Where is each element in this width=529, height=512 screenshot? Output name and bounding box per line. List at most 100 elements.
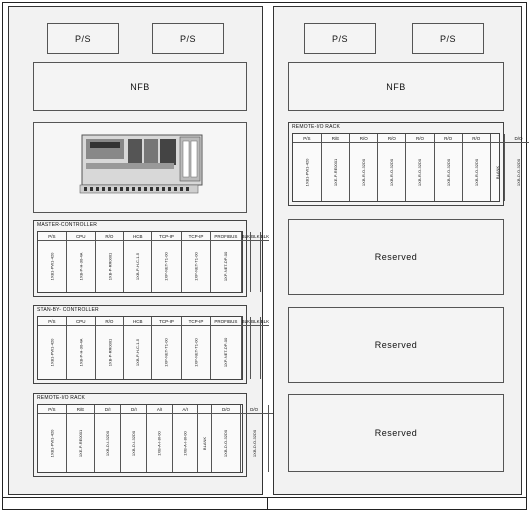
slot-header: D/I xyxy=(121,405,146,414)
slot-body: 1XB-D-O-32D0 xyxy=(505,143,529,201)
rack-slot: TCP-IP 1XP-NET-T1-00 xyxy=(182,317,211,379)
slot-body: 1XB-D-I-32D0 xyxy=(121,414,146,472)
slot-body: BLANK xyxy=(491,143,504,201)
rack-slot: BLANK xyxy=(198,405,212,472)
slot-body: 1XB-P-H-30-4A xyxy=(67,241,95,292)
rack-slot: BLK xyxy=(242,317,252,379)
slot-header: BLK xyxy=(251,317,260,326)
rack-slot: P/S 1XB1-PW1-420 xyxy=(38,405,67,472)
ps-label: P/S xyxy=(180,34,196,44)
slot-code: 1XB-R-O-32D0 xyxy=(389,158,394,185)
slot-body xyxy=(242,241,251,292)
slot-body: 1XB-D-I-32D0 xyxy=(95,414,120,472)
slot-body: 1XP-NET-T1-00 xyxy=(152,241,180,292)
ps-label: P/S xyxy=(332,34,348,44)
slot-code: 1XB-D-I-32D0 xyxy=(131,430,136,455)
slot-body: 1XB-P-RR0001 xyxy=(96,326,124,379)
slot-header: TCP-IP xyxy=(152,232,180,241)
slot-code: 1XB-D-I-32D0 xyxy=(105,430,110,455)
left-ps-2: P/S xyxy=(152,23,224,54)
slot-header: BLK xyxy=(242,232,251,241)
slot-body: 1XB-A-I-8I-00 xyxy=(147,414,171,472)
slot-body xyxy=(251,241,260,292)
slot-header: R/E xyxy=(67,405,94,414)
slot-code: 1XB1-PW1-420 xyxy=(49,429,54,457)
left-ps-1: P/S xyxy=(47,23,119,54)
slot-body: 1XB1-PW1-420 xyxy=(293,143,321,201)
slot-header: A/I xyxy=(147,405,171,414)
slot-body: 1XP-NET-DP-00 xyxy=(211,326,240,379)
slot-code: 1XP-NET-T1-00 xyxy=(193,252,198,280)
slot-body: 1XB-R-O-32D0 xyxy=(463,143,490,201)
slot-body: 1XP-NET-T1-00 xyxy=(182,326,210,379)
slot-header: HCB xyxy=(124,317,151,326)
slot-header: P/S xyxy=(293,134,321,143)
rack-title: STAN-BY- CONTROLLER xyxy=(37,307,99,313)
bottom-divider xyxy=(2,497,527,498)
slot-body xyxy=(242,326,251,379)
slot-body: 1XB-D-O-32D0 xyxy=(212,414,239,472)
slot-header: PROFIBUS xyxy=(211,232,240,241)
slot-body: 1XB-R-O-32D0 xyxy=(350,143,377,201)
slot-code: 1XP-NET-DP-00 xyxy=(223,338,228,367)
slot-body: 1XB-P-RR0001 xyxy=(96,241,124,292)
slot-header xyxy=(491,134,504,143)
rack-title: REMOTE-I/O RACK xyxy=(37,395,85,401)
slot-header: TCP-IP xyxy=(152,317,180,326)
slot-body: 1XB-R-O-32D0 xyxy=(378,143,405,201)
slot-body: 1XP-NET-T1-00 xyxy=(182,241,210,292)
right-nfb: NFB xyxy=(288,62,504,111)
slot-body xyxy=(261,326,270,379)
ps-label: P/S xyxy=(440,34,456,44)
slot-header: P/S xyxy=(38,405,66,414)
slot-header: R/O xyxy=(406,134,433,143)
slot-header: D/O xyxy=(212,405,239,414)
slot-header: CPU xyxy=(67,232,95,241)
ps-label: P/S xyxy=(75,34,91,44)
slot-code: 1XP-NET-T1-00 xyxy=(193,338,198,366)
rack-slot: D/I 1XB-D-I-32D0 xyxy=(121,405,147,472)
slot-header: R/O xyxy=(378,134,405,143)
rack-slot: R/O 1XB-R-O-32D0 xyxy=(350,134,378,201)
slot-code: BLANK xyxy=(495,165,500,178)
rack-slot: R/O 1XB-R-O-32D0 xyxy=(406,134,434,201)
slot-body: 1XP-NET-DP-00 xyxy=(211,241,240,292)
reserved-slot-3: Reserved xyxy=(288,394,504,472)
rack-slot: PROFIBUS 1XP-NET-DP-00 xyxy=(211,317,241,379)
slot-code: 1XB-D-O-32D0 xyxy=(224,429,229,456)
slot-header: BLK xyxy=(261,317,270,326)
slot-header: PROFIBUS xyxy=(211,317,240,326)
rack-slots: P/S1XB1-PW1-420R/E1XE-P-RE0001R/O1XB-R-O… xyxy=(292,133,500,202)
master-controller-rack: MASTER-CONTROLLER P/S1XB1-PW1-420CPU1XB-… xyxy=(33,220,247,297)
slot-header: D/I xyxy=(95,405,120,414)
slot-code: 1XB-P-H-30-4A xyxy=(78,339,83,367)
slot-code: 1XB-A-I-8I-00 xyxy=(183,431,188,455)
slot-header: BLK xyxy=(242,317,251,326)
rack-title: REMOTE-I/O RACK xyxy=(292,124,340,130)
slot-body: 1XB1-PW1-420 xyxy=(38,414,66,472)
plc-device-image xyxy=(34,123,246,212)
slot-header: D/O xyxy=(505,134,529,143)
reserved-label: Reserved xyxy=(375,252,418,262)
slot-code: 1XB-P-H-30-4A xyxy=(78,253,83,281)
rack-slots: P/S1XB1-PW1-420CPU1XB-P-H-30-4AR/O1XB-P-… xyxy=(37,316,243,380)
reserved-slot-1: Reserved xyxy=(288,219,504,295)
slot-code: 1XB-R-O-32D0 xyxy=(417,158,422,185)
slot-code: 1XB-P-H-C-1-5 xyxy=(135,339,140,366)
slot-header: R/O xyxy=(350,134,377,143)
slot-body: 1XB-R-O-32D0 xyxy=(406,143,433,201)
slot-body xyxy=(251,326,260,379)
nfb-label: NFB xyxy=(130,82,150,92)
slot-body xyxy=(261,241,270,292)
slot-header: R/E xyxy=(322,134,349,143)
slot-code: 1XB-R-O-32D0 xyxy=(361,158,366,185)
slot-header: TCP-IP xyxy=(182,317,210,326)
rack-slot: D/O1XB-D-O-32D0 xyxy=(241,405,269,472)
slot-code: 1XB-R-O-32D0 xyxy=(474,158,479,185)
